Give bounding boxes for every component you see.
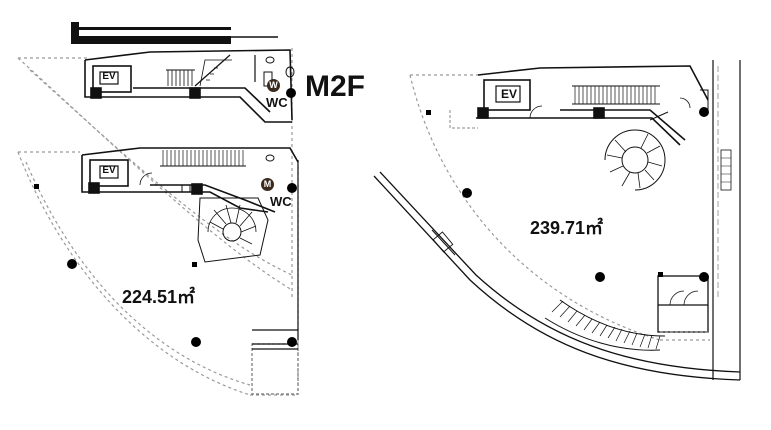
- restroom-label: WC: [270, 194, 292, 209]
- column: [462, 188, 472, 198]
- dashed-outline: [449, 110, 478, 129]
- upper-dashed-boundary: [17, 48, 293, 300]
- column-small: [426, 110, 431, 115]
- right-diagonal-wall: [373, 171, 741, 381]
- column: [595, 272, 605, 282]
- right-lower-room: [657, 275, 709, 333]
- lower-core: [81, 147, 299, 263]
- column: [699, 107, 709, 117]
- top-wall-bar: [71, 22, 278, 44]
- column: [286, 88, 296, 98]
- column: [287, 337, 297, 347]
- left-plan: [17, 22, 299, 396]
- right-core: [476, 65, 709, 191]
- lower-dashed-boundary: [17, 151, 299, 396]
- column-small: [34, 184, 39, 189]
- column: [191, 337, 201, 347]
- right-plan: [373, 60, 741, 381]
- column-small: [192, 262, 197, 267]
- right-area-label: 239.71㎡: [530, 218, 604, 238]
- elevator-label: EV: [102, 165, 116, 176]
- upper-core: [84, 49, 295, 123]
- floor-label: M2F: [305, 70, 365, 103]
- right-exterior-wall: [712, 60, 741, 380]
- column: [287, 183, 297, 193]
- column-small: [658, 272, 663, 277]
- womens-restroom-icon: W: [267, 79, 280, 92]
- restroom-label: WC: [266, 95, 288, 110]
- right-dashed-boundary: [409, 74, 710, 341]
- elevator-label: EV: [500, 87, 517, 101]
- elevator-label: EV: [102, 71, 116, 82]
- mens-restroom-icon: M: [261, 178, 274, 191]
- left-area-label: 224.51㎡: [122, 287, 196, 307]
- column: [67, 259, 77, 269]
- column: [699, 272, 709, 282]
